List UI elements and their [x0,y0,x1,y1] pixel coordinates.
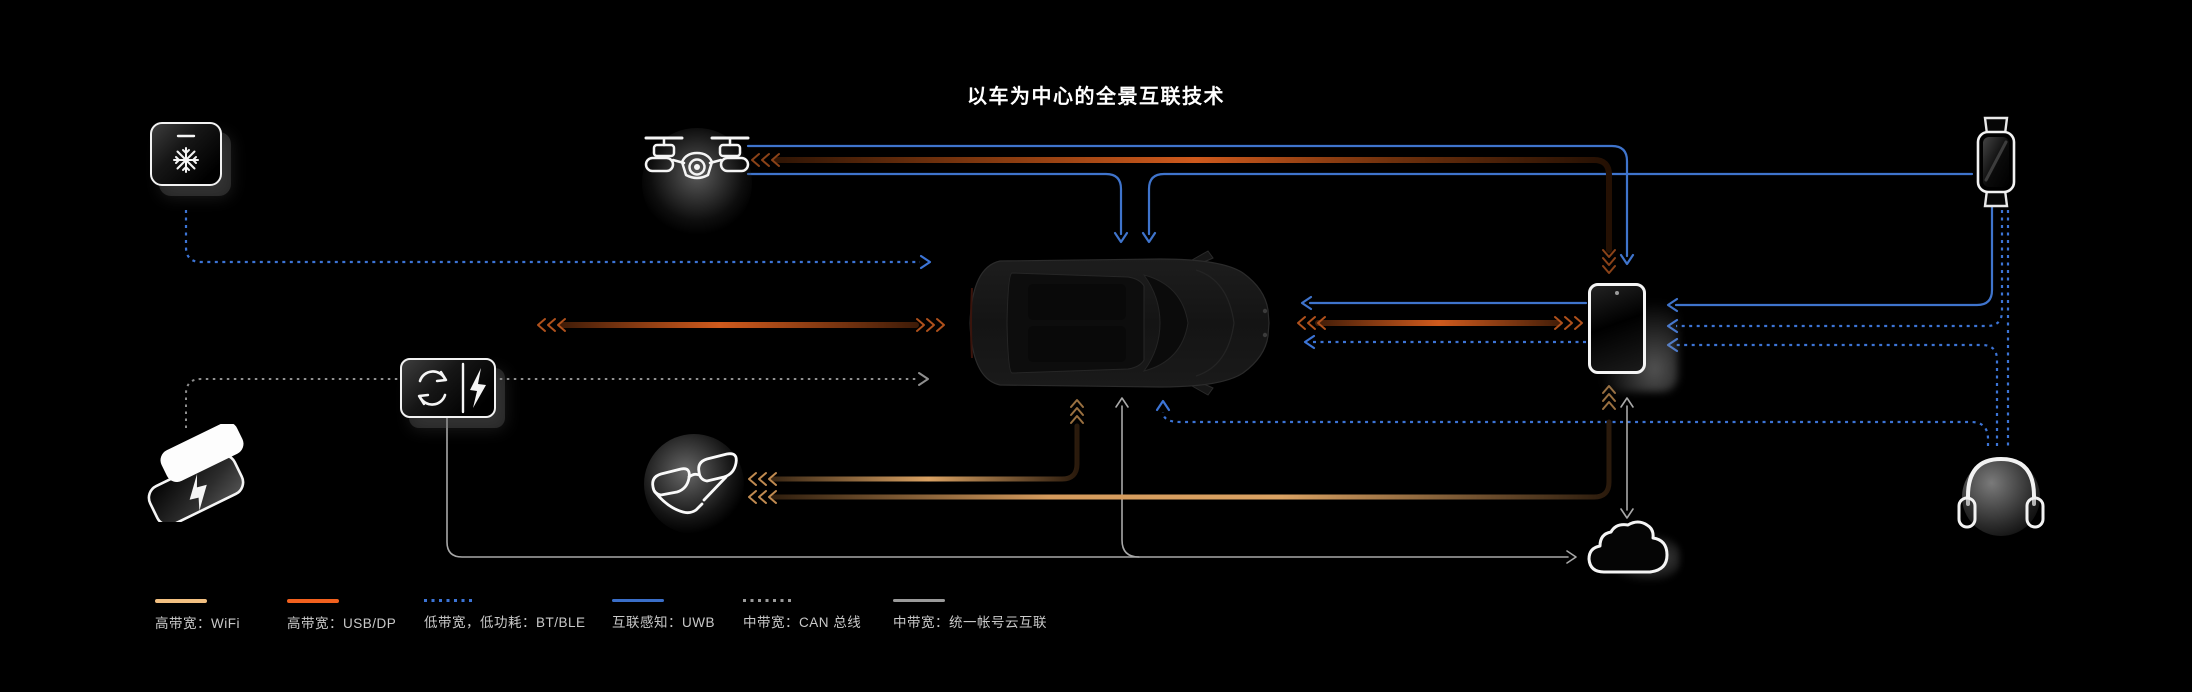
legend-label-can-bus: 中带宽：CAN 总线 [743,615,862,630]
ar-glasses-icon [651,452,738,515]
link-glasses-phone-wifi [769,419,1612,500]
link-headphones-car-bt [1161,411,1990,446]
legend-item-wifi: 高带宽：WiFi [155,599,240,632]
car-node [960,248,1280,403]
link-ac-car-bt [184,210,920,264]
chevrons-right-phone-usb [1554,316,1583,330]
link-watch-car-uwb [1147,172,1974,236]
smartwatch-node [1968,116,2024,213]
legend-label-wifi: 高带宽：WiFi [155,616,240,631]
link-pad-car-can [185,378,918,428]
legend-item-uwb: 互联感知：UWB [612,599,715,631]
link-headphones-phone-bt [1676,343,1999,446]
headphones-node [1955,446,2047,543]
chevrons-up-car-wifi [1070,399,1084,424]
drone-icon [644,136,750,180]
legend-swatch-wifi [155,599,207,603]
arrow-right-car-bt [919,254,932,270]
cloud-node [1580,516,1676,585]
arrow-down-cloud-gray [1620,508,1634,519]
chevrons-left-charger-usb [537,318,566,332]
chevrons-left-glasses-1 [748,472,777,486]
ar-glasses-glow [644,434,744,534]
arrow-up-car-bt [1155,399,1171,412]
legend-swatch-bt-ble [424,599,476,602]
phone-camera-dot [1615,291,1619,295]
charging-station-node [400,358,496,418]
chevrons-left-drone-usb [751,153,780,167]
link-watch-phone-uwb [1674,204,1994,307]
legend-label-cloud-account: 中带宽：统一帐号云互联 [893,615,1047,630]
legend-swatch-usb-dp [287,599,339,603]
air-conditioner-node [150,122,222,186]
arrow-up-car-gray [1115,397,1129,408]
battery-swap-charger-icon [417,362,486,414]
headphones-icon [1957,456,2045,529]
wireless-charger-icon [147,422,245,527]
arrow-down-car-uwb-1 [1113,231,1129,244]
chevrons-left-car-usb2 [1297,316,1326,330]
legend-swatch-can-bus [743,599,795,602]
phone-node [1588,283,1646,374]
chevrons-left-glasses-2 [748,490,777,504]
link-watch-phone-bt [1676,210,2004,328]
cloud-icon [1587,520,1669,574]
legend-item-bt-ble: 低带宽，低功耗：BT/BLE [424,599,586,631]
legend-label-uwb: 互联感知：UWB [612,615,715,630]
legend-item-cloud-account: 中带宽：统一帐号云互联 [893,599,1047,631]
wireless-charging-pad-node [146,422,250,527]
ar-glasses-node [642,436,746,539]
link-drone-phone-usb [773,157,1612,253]
drone-glow [642,128,752,238]
arrow-up-phone-gray [1620,397,1634,408]
chevrons-right-car-usb [916,318,945,332]
snowflake-appliance-icon [173,134,199,173]
arrow-down-car-uwb-2 [1141,231,1157,244]
legend-label-usb-dp: 高带宽：USB/DP [287,616,397,631]
legend-swatch-uwb [612,599,664,602]
arrow-left-car-bt [1303,334,1316,350]
drone-node [642,130,752,201]
arrow-left-car-uwb [1300,295,1313,311]
legend-swatch-cloud-account [893,599,945,602]
link-drone-car-uwb [746,172,1123,236]
arrow-right-car-can [918,372,929,386]
link-charger-cloud-gray [446,369,1569,558]
link-car-cloud-gray [1121,405,1140,558]
car-top-view-icon [969,250,1270,396]
legend-label-bt-ble: 低带宽，低功耗：BT/BLE [424,615,586,630]
smartwatch-icon [1976,116,2016,208]
link-glasses-car-wifi [769,423,1080,482]
legend-item-usb-dp: 高带宽：USB/DP [287,599,396,632]
link-drone-phone-uwb [746,144,1629,258]
arrow-down-phone-uwb [1619,253,1635,266]
page-title: 以车为中心的全景互联技术 [967,86,1225,108]
arrow-right-cloud-gray [1566,550,1577,564]
chevrons-down-phone-usb [1602,249,1616,274]
legend-item-can-bus: 中带宽：CAN 总线 [743,599,861,631]
